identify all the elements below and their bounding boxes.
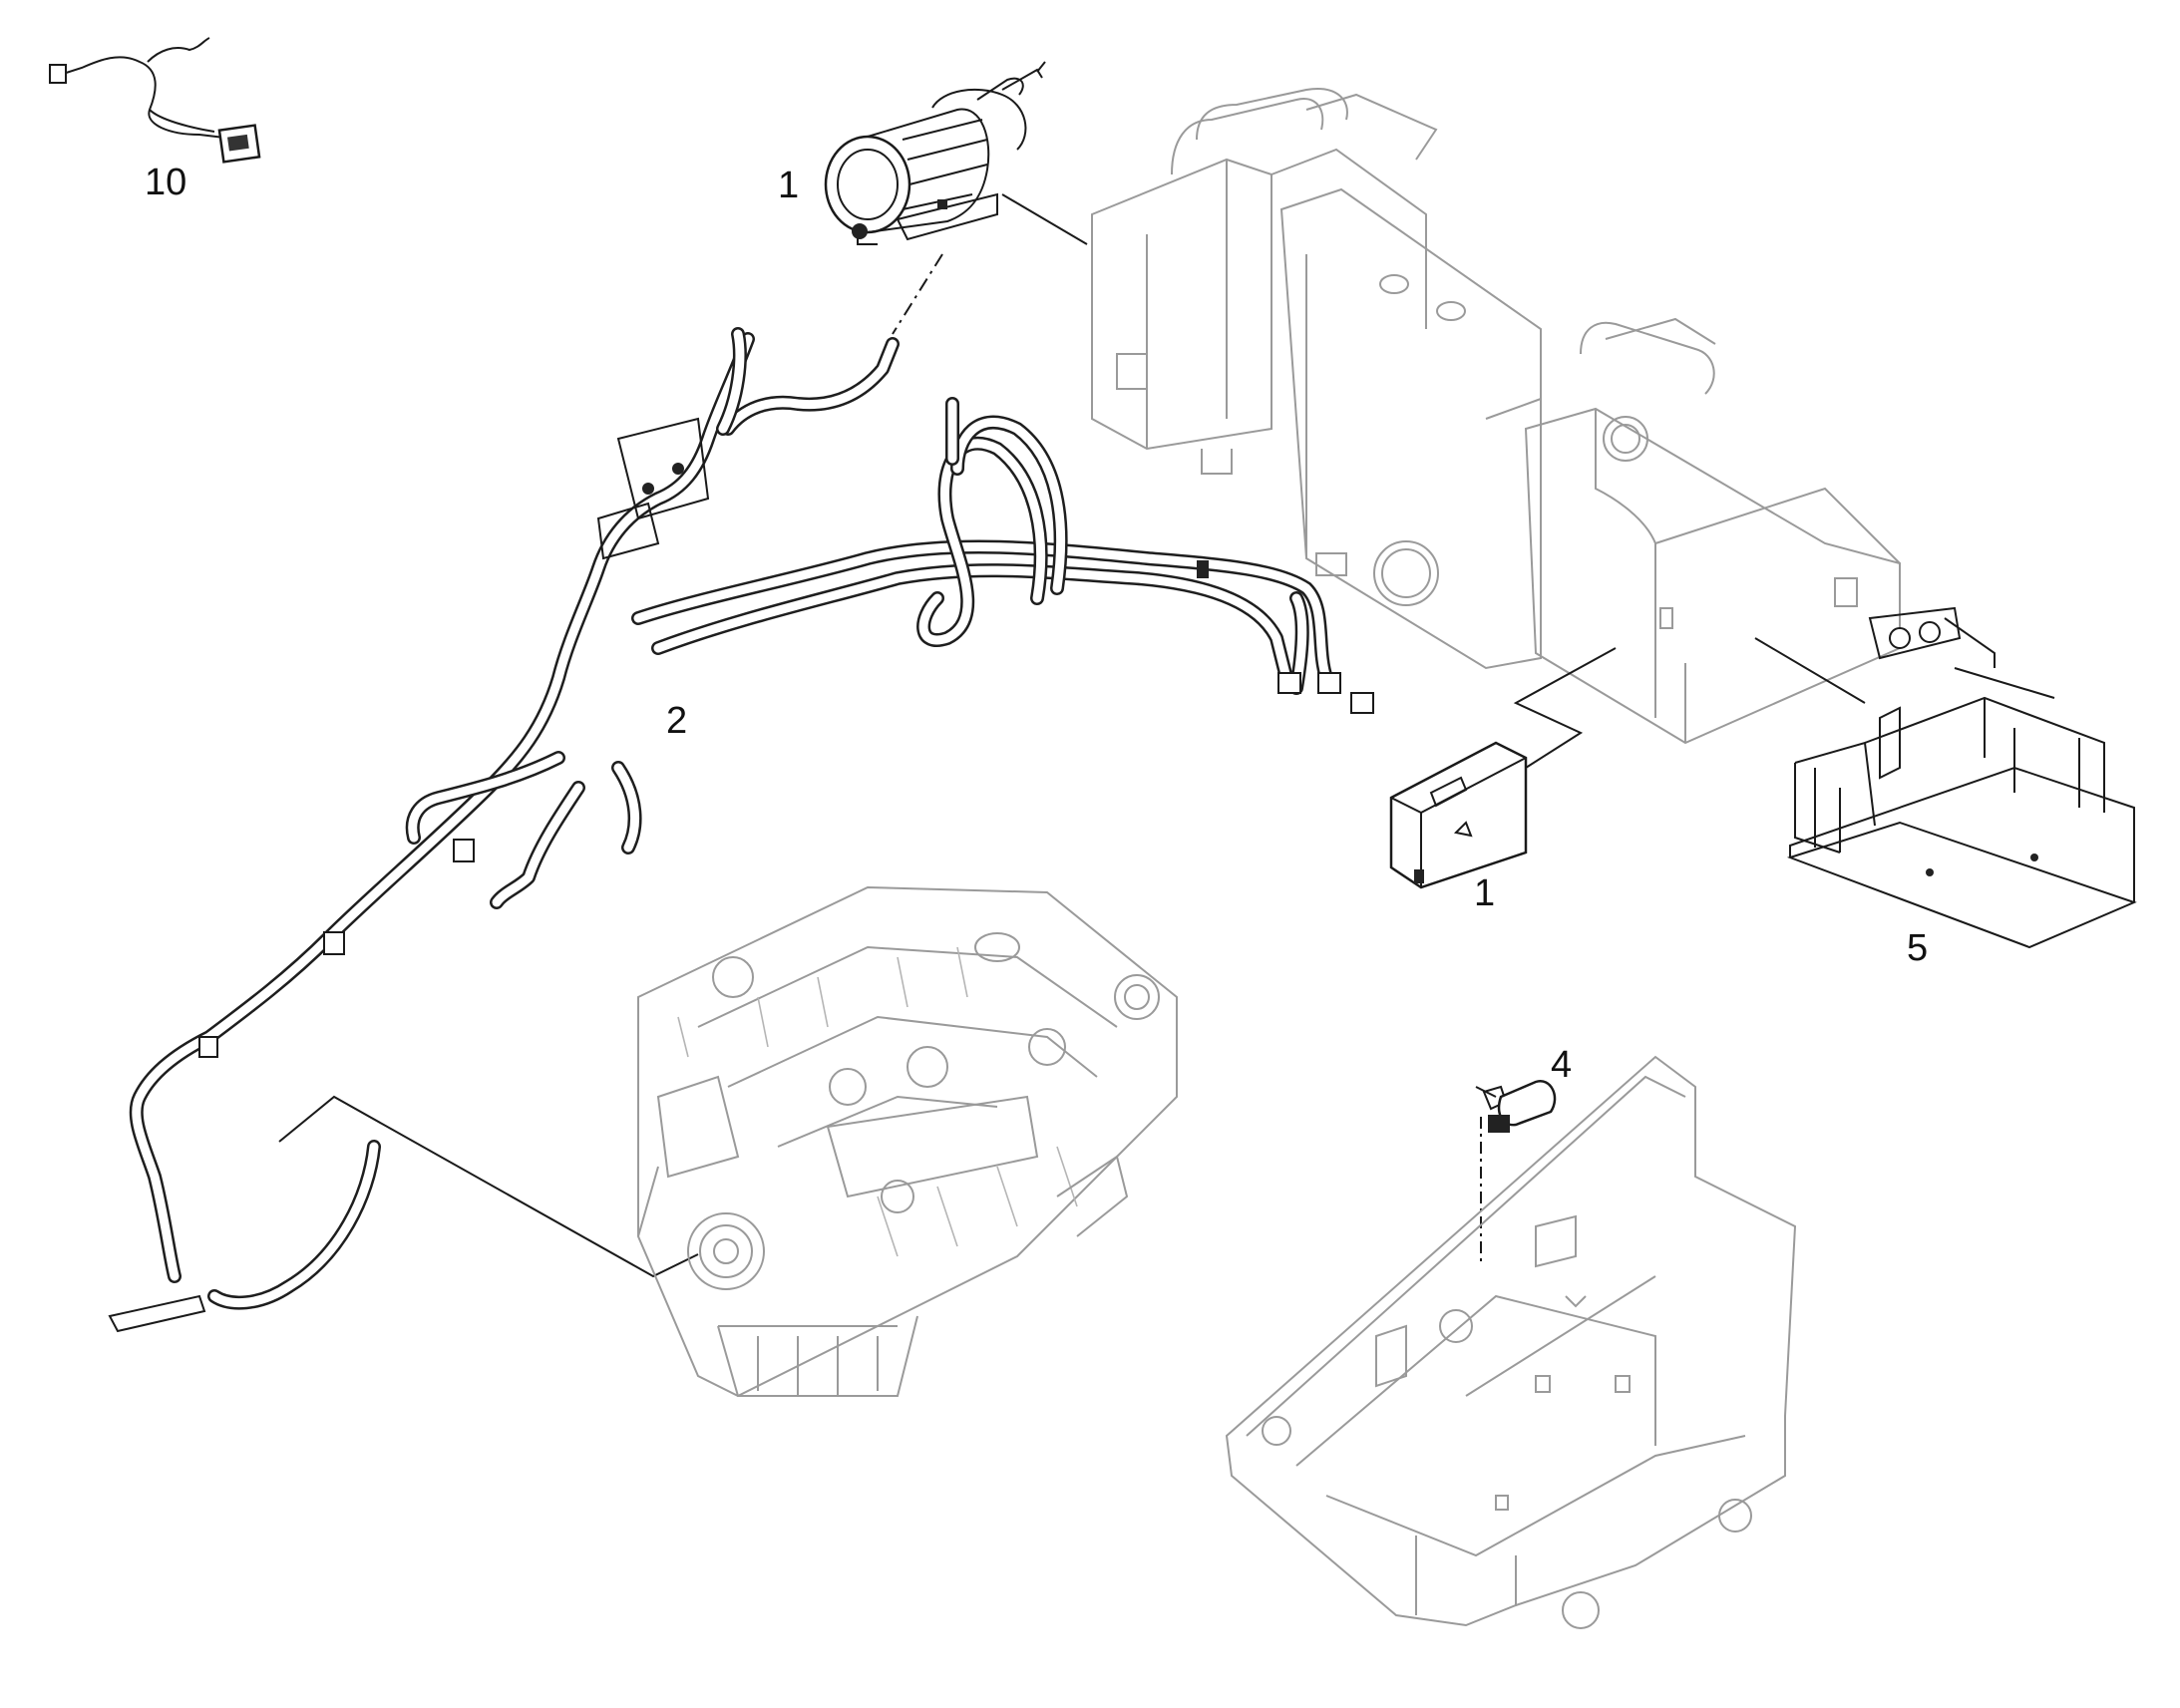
callout-5: 5 [1907, 927, 1928, 969]
callout-2: 2 [666, 700, 687, 742]
callout-1-control-unit: 1 [1474, 872, 1495, 914]
wiring-harness-part-10 [49, 37, 261, 164]
hose-harness-part-2 [108, 327, 1374, 1333]
heater-unit-part-1 [824, 61, 1046, 245]
control-unit-part-1 [1389, 741, 1528, 889]
battery-box-part-5 [1786, 606, 2137, 949]
leader-heater-tank [1001, 193, 1088, 245]
tank-assembly [1091, 88, 1901, 745]
callout-1-heater: 1 [778, 165, 799, 206]
leader-tank-control [1513, 647, 1617, 769]
sensor-part-4 [1475, 1080, 1557, 1133]
leader-tank-battery [1754, 637, 1866, 704]
callout-4: 4 [1551, 1044, 1572, 1086]
leader-harness-engine [278, 1095, 699, 1278]
dash-leader-heater [892, 253, 943, 335]
machine-frame [1225, 1055, 1797, 1629]
callout-10: 10 [145, 162, 186, 203]
engine-block [637, 885, 1178, 1398]
